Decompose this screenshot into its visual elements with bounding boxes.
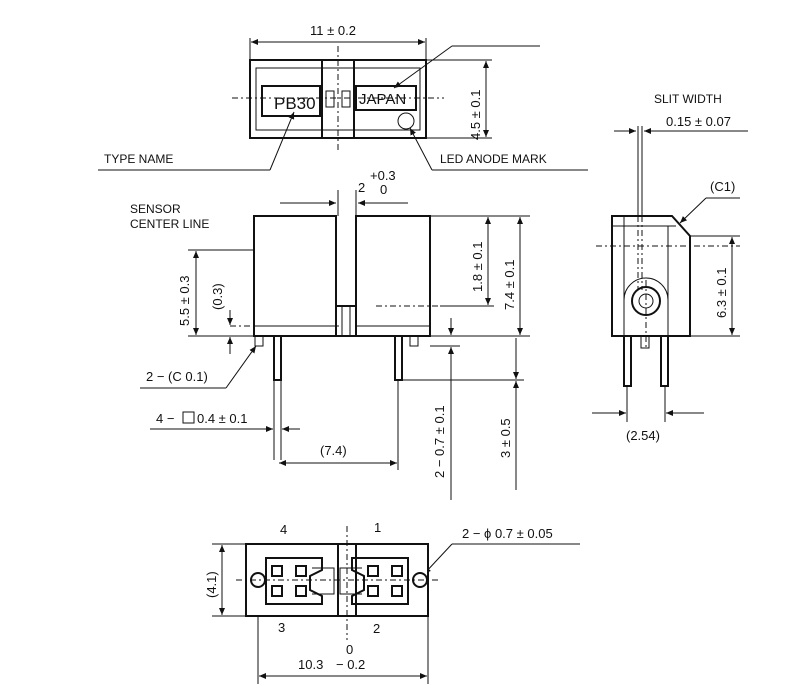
type-name-callout: TYPE NAME xyxy=(104,152,173,166)
sensor-height-dimension: 5.5 ± 0.3 xyxy=(177,275,192,326)
origin-stamp: JAPAN xyxy=(359,91,406,108)
led-anode-callout: LED ANODE MARK xyxy=(440,152,547,166)
type-stamp: PB30 xyxy=(274,94,316,113)
width-tol-upper: 0 xyxy=(346,642,353,657)
pin-extend-dimension: 3 ± 0.5 xyxy=(498,418,513,458)
top-width-dimension: 11 ± 0.2 xyxy=(310,23,356,38)
pin-4-label: 4 xyxy=(280,522,287,537)
sensor-center-line-label-2: CENTER LINE xyxy=(130,217,209,231)
pin-pitch-74: (7.4) xyxy=(320,443,347,458)
gap-tol-lower: 0 xyxy=(380,182,387,197)
ref-dimension-03: (0.3) xyxy=(210,283,225,310)
chamfer-c1: (C1) xyxy=(710,179,735,194)
pin-pitch-254: (2.54) xyxy=(626,428,660,443)
dimension-18: 1.8 ± 0.1 xyxy=(470,241,485,292)
chamfer-callout: 2 − (C 0.1) xyxy=(146,369,208,384)
width-tol-lower: − 0.2 xyxy=(336,657,365,672)
gap-tol-upper: +0.3 xyxy=(370,168,396,183)
sensor-center-line-label-1: SENSOR xyxy=(130,202,181,216)
square-symbol xyxy=(182,411,195,424)
slit-width-label: SLIT WIDTH xyxy=(654,92,722,106)
side-lens-circle xyxy=(631,286,661,316)
bottom-view: 1 4 3 2 2 − ϕ 0.7 ± 0.05 xyxy=(204,520,580,684)
pin-1-label: 1 xyxy=(374,520,381,535)
gap-value: 2 xyxy=(358,180,365,195)
dimension-63: 6.3 ± 0.1 xyxy=(714,267,729,318)
dimension-74: 7.4 ± 0.1 xyxy=(502,259,517,310)
slit-width-value: 0.15 ± 0.07 xyxy=(666,114,731,129)
pin-square-size: 0.4 ± 0.1 xyxy=(197,411,248,426)
top-height-dimension: 4.5 ± 0.1 xyxy=(468,89,483,140)
pin-3-label: 3 xyxy=(278,620,285,635)
dimension-41: (4.1) xyxy=(204,571,219,598)
led-anode-mark-circle xyxy=(397,112,415,130)
side-view: SLIT WIDTH 0.15 ± 0.07 (C1) 6.3 ± 0.1 xyxy=(592,92,748,443)
width-base: 10.3 xyxy=(298,657,323,672)
top-view: 11 ± 0.2 PB30 JAPAN 4.5 ± 0.1 TYPE NAME xyxy=(98,23,588,171)
pin-square-count: 4 − xyxy=(156,411,174,426)
front-view: 2 +0.3 0 SENSOR CENTER LINE 5.5 ± 0.3 xyxy=(130,168,530,500)
hole-dimension: 2 − ϕ 0.7 ± 0.05 xyxy=(462,526,553,541)
pin-2-label: 2 xyxy=(373,621,380,636)
pin-length-dimension: 2 − 0.7 ± 0.1 xyxy=(432,405,447,478)
